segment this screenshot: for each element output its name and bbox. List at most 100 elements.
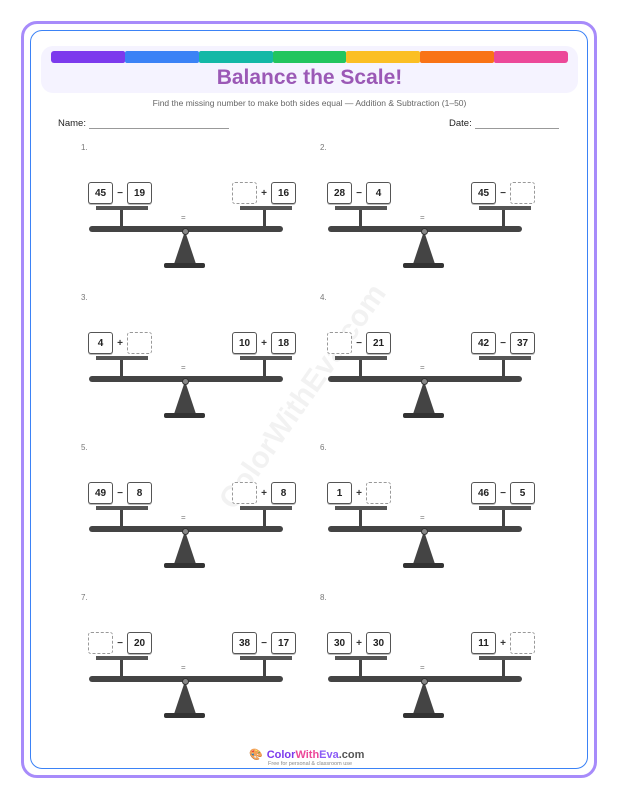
date-field[interactable]: Date: xyxy=(449,118,559,129)
pivot-icon xyxy=(182,678,189,685)
right-post xyxy=(263,510,266,527)
plus-sign: + xyxy=(261,487,267,499)
fulcrum-triangle xyxy=(413,381,435,414)
pivot-icon xyxy=(182,378,189,385)
answer-blank-box[interactable] xyxy=(232,182,257,204)
date-blank-line[interactable] xyxy=(474,118,559,129)
number-box: 1 xyxy=(327,482,352,504)
equal-sign: = xyxy=(420,663,425,672)
left-pan xyxy=(335,356,387,360)
pivot-icon xyxy=(421,378,428,385)
minus-sign: − xyxy=(117,487,123,499)
answer-blank-box[interactable] xyxy=(232,482,257,504)
color-bar-segment xyxy=(198,51,273,63)
problem-number: 3. xyxy=(81,293,88,302)
left-pan xyxy=(96,356,148,360)
number-box: 30 xyxy=(366,632,391,654)
color-bar-segment xyxy=(494,51,568,63)
page-title: Balance the Scale! xyxy=(216,66,403,89)
equal-sign: = xyxy=(420,513,425,522)
answer-blank-box[interactable] xyxy=(88,632,113,654)
fulcrum-triangle xyxy=(174,231,196,264)
scale-base xyxy=(164,413,205,418)
plus-sign: + xyxy=(261,337,267,349)
balance-problem: 1. = 45−19+16 xyxy=(75,140,305,275)
right-expression: 11+ xyxy=(471,632,535,654)
number-box: 18 xyxy=(271,332,296,354)
left-pan xyxy=(96,656,148,660)
fulcrum-triangle xyxy=(174,681,196,714)
balance-problem: 6. = 1+46−5 xyxy=(314,440,544,575)
left-pan xyxy=(335,656,387,660)
answer-blank-box[interactable] xyxy=(366,482,391,504)
brand-eva: Eva xyxy=(319,748,339,761)
left-expression: 28−4 xyxy=(327,182,391,204)
number-box: 21 xyxy=(366,332,391,354)
left-pan xyxy=(335,206,387,210)
fulcrum-triangle xyxy=(413,531,435,564)
answer-blank-box[interactable] xyxy=(510,182,535,204)
problem-number: 2. xyxy=(320,143,327,152)
color-bar-segment xyxy=(51,51,125,63)
problem-number: 8. xyxy=(320,593,327,602)
color-bar-segment xyxy=(420,51,495,63)
right-post xyxy=(263,660,266,677)
minus-sign: − xyxy=(117,637,123,649)
equal-sign: = xyxy=(181,213,186,222)
plus-sign: + xyxy=(500,637,506,649)
equal-sign: = xyxy=(181,513,186,522)
right-pan xyxy=(240,206,292,210)
minus-sign: − xyxy=(117,187,123,199)
minus-sign: − xyxy=(356,337,362,349)
left-pan xyxy=(96,206,148,210)
balance-problem: 3. = 4+10+18 xyxy=(75,290,305,425)
color-bar-segment xyxy=(124,51,199,63)
number-box: 8 xyxy=(127,482,152,504)
left-post xyxy=(120,210,123,227)
left-post xyxy=(359,360,362,377)
plus-sign: + xyxy=(356,487,362,499)
scale-base xyxy=(403,413,444,418)
number-box: 30 xyxy=(327,632,352,654)
pivot-icon xyxy=(421,678,428,685)
brand-color: Color xyxy=(266,748,296,761)
right-post xyxy=(502,660,505,677)
left-pan xyxy=(335,506,387,510)
brand-domain: .com xyxy=(338,748,365,761)
minus-sign: − xyxy=(500,487,506,499)
number-box: 5 xyxy=(510,482,535,504)
name-field[interactable]: Name: xyxy=(58,118,229,129)
problem-number: 6. xyxy=(320,443,327,452)
scale-base xyxy=(164,563,205,568)
scale-base xyxy=(403,563,444,568)
fulcrum-triangle xyxy=(413,681,435,714)
problem-number: 4. xyxy=(320,293,327,302)
answer-blank-box[interactable] xyxy=(127,332,152,354)
name-blank-line[interactable] xyxy=(88,118,229,129)
problem-number: 7. xyxy=(81,593,88,602)
right-expression: 38−17 xyxy=(232,632,296,654)
scale-base xyxy=(403,713,444,718)
right-pan xyxy=(479,356,531,360)
number-box: 45 xyxy=(471,182,496,204)
number-box: 16 xyxy=(271,182,296,204)
page-subtitle: Find the missing number to make both sid… xyxy=(152,98,467,108)
pivot-icon xyxy=(421,528,428,535)
answer-blank-box[interactable] xyxy=(510,632,535,654)
left-expression: −21 xyxy=(327,332,391,354)
answer-blank-box[interactable] xyxy=(327,332,352,354)
left-post xyxy=(120,360,123,377)
minus-sign: − xyxy=(356,187,362,199)
page-outer-border xyxy=(21,21,597,778)
number-box: 28 xyxy=(327,182,352,204)
right-pan xyxy=(479,206,531,210)
equal-sign: = xyxy=(181,363,186,372)
brand-with: With xyxy=(295,748,320,761)
left-expression: 4+ xyxy=(88,332,152,354)
page-inner-border xyxy=(30,30,588,769)
right-post xyxy=(502,210,505,227)
